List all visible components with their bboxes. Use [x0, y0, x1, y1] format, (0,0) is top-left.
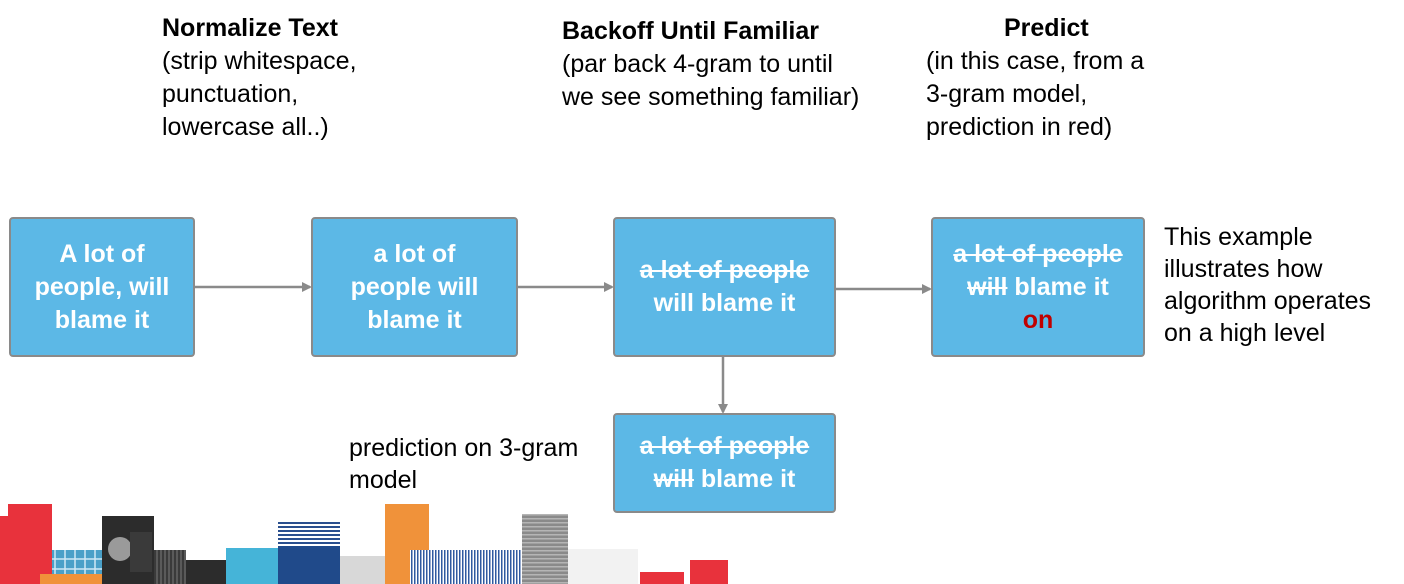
note-line: prediction on 3-gram [349, 434, 579, 462]
skyline-building [226, 548, 278, 584]
step-normalize-desc-line: lowercase all..) [162, 113, 329, 141]
box-prediction: a lot of people will blame it on [931, 217, 1145, 357]
step-backoff-desc-line: (par back 4-gram to until [562, 50, 833, 78]
skyline-building [640, 572, 684, 584]
box-original-text: A lot of people, will blame it [9, 217, 195, 357]
note-line: This example [1164, 223, 1313, 251]
step-backoff-desc-line: we see something familiar) [562, 83, 860, 111]
step-predict-heading: Predict (in this case, from a 3-gram mod… [926, 12, 1144, 144]
box-text-line: blame it [367, 305, 462, 334]
remaining-text: blame it [693, 465, 796, 493]
step-backoff-title: Backoff Until Familiar [562, 17, 819, 45]
step-normalize-title: Normalize Text [162, 14, 338, 42]
box-backoff: a lot of people will blame it [613, 217, 836, 357]
box-text-line: blame it [54, 305, 150, 334]
note-line: illustrates how [1164, 255, 1323, 283]
step-normalize-desc-line: punctuation, [162, 80, 299, 108]
remaining-text: will blame it [653, 289, 796, 317]
step-normalize-heading: Normalize Text (strip whitespace, punctu… [162, 12, 357, 144]
step-predict-desc-line: (in this case, from a [926, 47, 1145, 75]
skyline-building [690, 560, 728, 584]
decorative-skyline [0, 504, 728, 584]
step-predict-desc-line: prediction in red) [926, 113, 1113, 141]
struck-text: a lot of people [639, 256, 810, 284]
note-line: algorithm operates [1164, 287, 1372, 315]
predicted-word: on [1022, 305, 1054, 334]
struck-text: a lot of people [639, 432, 810, 460]
remaining-text: blame it [1007, 272, 1109, 301]
box-text-line: people, will [34, 272, 170, 301]
skyline-building [154, 550, 186, 584]
step-predict-title: Predict [1004, 14, 1089, 42]
partial-struck-line: will blame it [654, 463, 796, 496]
struck-text: a lot of people [953, 239, 1123, 268]
struck-text: will [653, 465, 694, 493]
skyline-building [186, 560, 226, 584]
box-text-line: a lot of [373, 239, 456, 268]
skyline-building [340, 556, 390, 584]
box-text-line: A lot of [59, 239, 145, 268]
skyline-building [568, 549, 638, 584]
note-line: on a high level [1164, 319, 1326, 347]
skyline-building [522, 514, 568, 584]
example-note: This example illustrates how algorithm o… [1164, 221, 1371, 349]
box-trigram: a lot of people will blame it [613, 413, 836, 513]
partial-struck-line: will blame it [967, 271, 1109, 304]
struck-text: will [967, 272, 1008, 301]
skyline-building [278, 546, 340, 584]
note-line: model [349, 466, 418, 494]
trigram-note: prediction on 3-gram model [349, 432, 578, 496]
skyline-building [410, 550, 525, 584]
skyline-building [130, 532, 152, 572]
skyline-building [40, 574, 102, 584]
step-normalize-desc-line: (strip whitespace, [162, 47, 357, 75]
skyline-cloud [108, 537, 132, 561]
skyline-building [8, 504, 52, 584]
box-normalized-text: a lot of people will blame it [311, 217, 518, 357]
step-backoff-heading: Backoff Until Familiar (par back 4-gram … [562, 15, 859, 114]
step-predict-desc-line: 3-gram model, [926, 80, 1088, 108]
box-text-line: people will [350, 272, 479, 301]
